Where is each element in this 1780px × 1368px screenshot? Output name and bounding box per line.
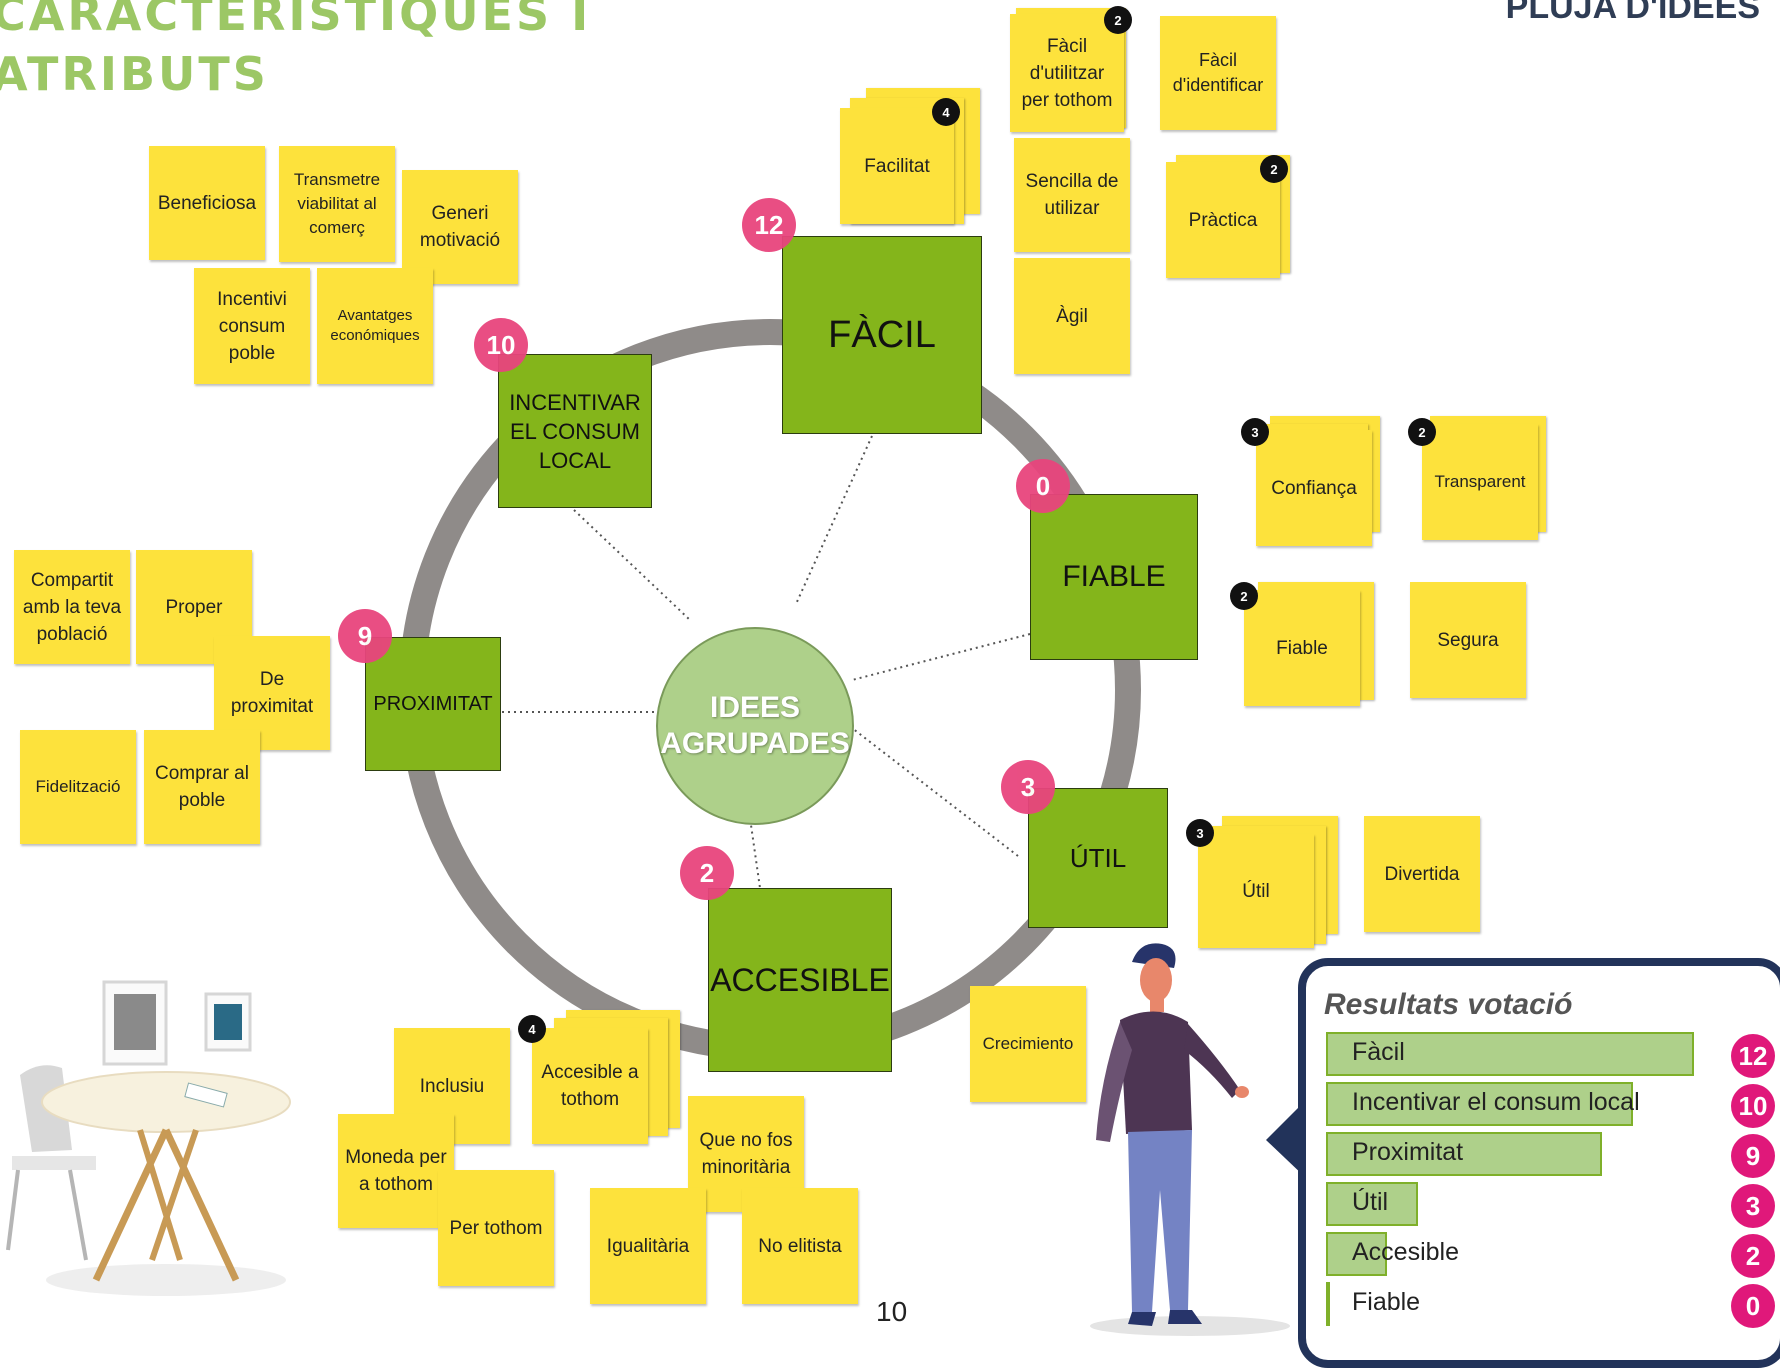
connector-util	[851, 727, 1019, 857]
category-fiable-label: FIABLE	[1062, 560, 1166, 593]
note-confianca: Confiança	[1256, 430, 1372, 546]
stack-count-confianca: 3	[1241, 418, 1269, 446]
note-crecimiento: Crecimiento	[970, 986, 1086, 1102]
title-line-1: CARACTERÍSTIQUES I	[0, 0, 592, 41]
note-avantatges: Avantatges económiques	[317, 268, 433, 384]
connector-accesible	[745, 789, 761, 889]
results-row: Fiable 0	[1326, 1282, 1780, 1328]
page-number: 10	[876, 1296, 908, 1327]
results-row: Proximitat 9	[1326, 1132, 1780, 1178]
category-accesible: ACCESIBLE	[708, 888, 892, 1072]
category-proximitat-label: PROXIMITAT	[373, 692, 493, 715]
note-segura: Segura	[1410, 582, 1526, 698]
note-no-elitista: No elitista	[742, 1188, 858, 1304]
stack-count-practica: 2	[1260, 155, 1288, 183]
title-line-2: ATRIBUTS	[0, 47, 269, 101]
connector-facil	[795, 435, 873, 605]
results-label: Fàcil	[1352, 1038, 1405, 1066]
note-fidelitzacio: Fidelització	[20, 730, 136, 844]
results-bar	[1326, 1132, 1602, 1176]
category-util: ÚTIL	[1028, 788, 1168, 928]
category-accesible-label: ACCESIBLE	[710, 961, 890, 998]
note-igualitaria: Igualitària	[590, 1188, 706, 1304]
category-facil: FÀCIL	[782, 236, 982, 434]
note-facil-utilitzar: Fàcil d'utilitzar per tothom	[1010, 14, 1124, 132]
results-bar	[1326, 1282, 1330, 1326]
category-facil-label: FÀCIL	[828, 313, 936, 356]
note-facil-identificar: Fàcil d'identificar	[1160, 16, 1276, 130]
results-vote-badge: 0	[1731, 1284, 1775, 1328]
vote-badge-util: 3	[1001, 760, 1055, 814]
note-moneda: Moneda per a tothom	[338, 1114, 454, 1228]
results-vote-badge: 12	[1731, 1034, 1775, 1078]
category-proximitat: PROXIMITAT	[365, 637, 501, 771]
furniture-illustration	[6, 980, 291, 1296]
note-agil: Àgil	[1014, 258, 1130, 374]
note-facilitat: Facilitat	[840, 108, 954, 224]
results-bar	[1326, 1082, 1633, 1126]
vote-badge-facil: 12	[742, 198, 796, 252]
stack-count-accesible-tothom: 4	[518, 1015, 546, 1043]
note-util: Útil	[1198, 834, 1314, 948]
note-beneficiosa: Beneficiosa	[149, 146, 265, 260]
results-vote-badge: 10	[1731, 1084, 1775, 1128]
results-label: Incentivar el consum local	[1352, 1088, 1640, 1116]
note-fiable: Fiable	[1244, 590, 1360, 706]
note-comprar: Comprar al poble	[144, 730, 260, 844]
note-generi: Generi motivació	[402, 170, 518, 284]
results-row: Útil 3	[1326, 1182, 1780, 1228]
stack-count-util: 3	[1186, 819, 1214, 847]
note-accesible-tothom: Accesible a tothom	[532, 1028, 648, 1144]
panel-pointer	[1266, 1100, 1306, 1178]
center-circle: IDEES AGRUPADES	[656, 627, 854, 825]
results-label: Fiable	[1352, 1288, 1421, 1316]
results-bar	[1326, 1182, 1418, 1226]
vote-badge-incentivar: 10	[474, 318, 528, 372]
results-label: Útil	[1352, 1188, 1389, 1216]
note-de-proximitat: De proximitat	[214, 636, 330, 750]
page-title: CARACTERÍSTIQUES I ATRIBUTS	[0, 0, 591, 104]
brainstorm-heading: PLUJA D'IDEES	[1505, 0, 1760, 26]
results-row: Accesible 2	[1326, 1232, 1780, 1278]
note-per-tothom: Per tothom	[438, 1170, 554, 1286]
stack-count-fiable: 2	[1230, 582, 1258, 610]
category-fiable: FIABLE	[1030, 494, 1198, 660]
note-compartit: Compartit amb la teva població	[14, 550, 130, 664]
results-vote-badge: 2	[1731, 1234, 1775, 1278]
results-bar	[1326, 1032, 1694, 1076]
center-label-2: AGRUPADES	[660, 727, 850, 760]
note-transmetre: Transmetre viabilitat al comerç	[279, 146, 395, 262]
note-practica: Pràctica	[1166, 162, 1280, 278]
results-label: Accesible	[1352, 1238, 1459, 1266]
stack-count-facil-utilitzar: 2	[1104, 6, 1132, 34]
results-title: Resultats votació	[1324, 988, 1573, 1021]
results-row: Incentivar el consum local 10	[1326, 1082, 1780, 1128]
presenter-figure	[1090, 943, 1290, 1336]
note-sencilla: Sencilla de utilizar	[1014, 138, 1130, 252]
note-divertida: Divertida	[1364, 816, 1480, 932]
vote-badge-proximitat: 9	[338, 609, 392, 663]
center-label-1: IDEES	[709, 691, 801, 724]
vote-badge-fiable: 0	[1016, 459, 1070, 513]
note-transparent: Transparent	[1422, 424, 1538, 540]
results-label: Proximitat	[1352, 1138, 1464, 1166]
results-row: Fàcil 12	[1326, 1032, 1780, 1078]
category-util-label: ÚTIL	[1069, 842, 1127, 873]
vote-badge-accesible: 2	[680, 846, 734, 900]
results-vote-badge: 9	[1731, 1134, 1775, 1178]
note-incentivi: Incentivi consum poble	[194, 268, 310, 384]
stack-count-facilitat: 4	[932, 98, 960, 126]
connector-incentivar	[573, 509, 691, 621]
results-bar	[1326, 1232, 1387, 1276]
results-vote-badge: 3	[1731, 1184, 1775, 1228]
category-incentivar: INCENTIVAR EL CONSUM LOCAL	[498, 354, 652, 508]
connector-fiable	[851, 633, 1031, 681]
category-incentivar-label: INCENTIVAR EL CONSUM LOCAL	[509, 389, 641, 473]
stack-count-transparent: 2	[1408, 418, 1436, 446]
